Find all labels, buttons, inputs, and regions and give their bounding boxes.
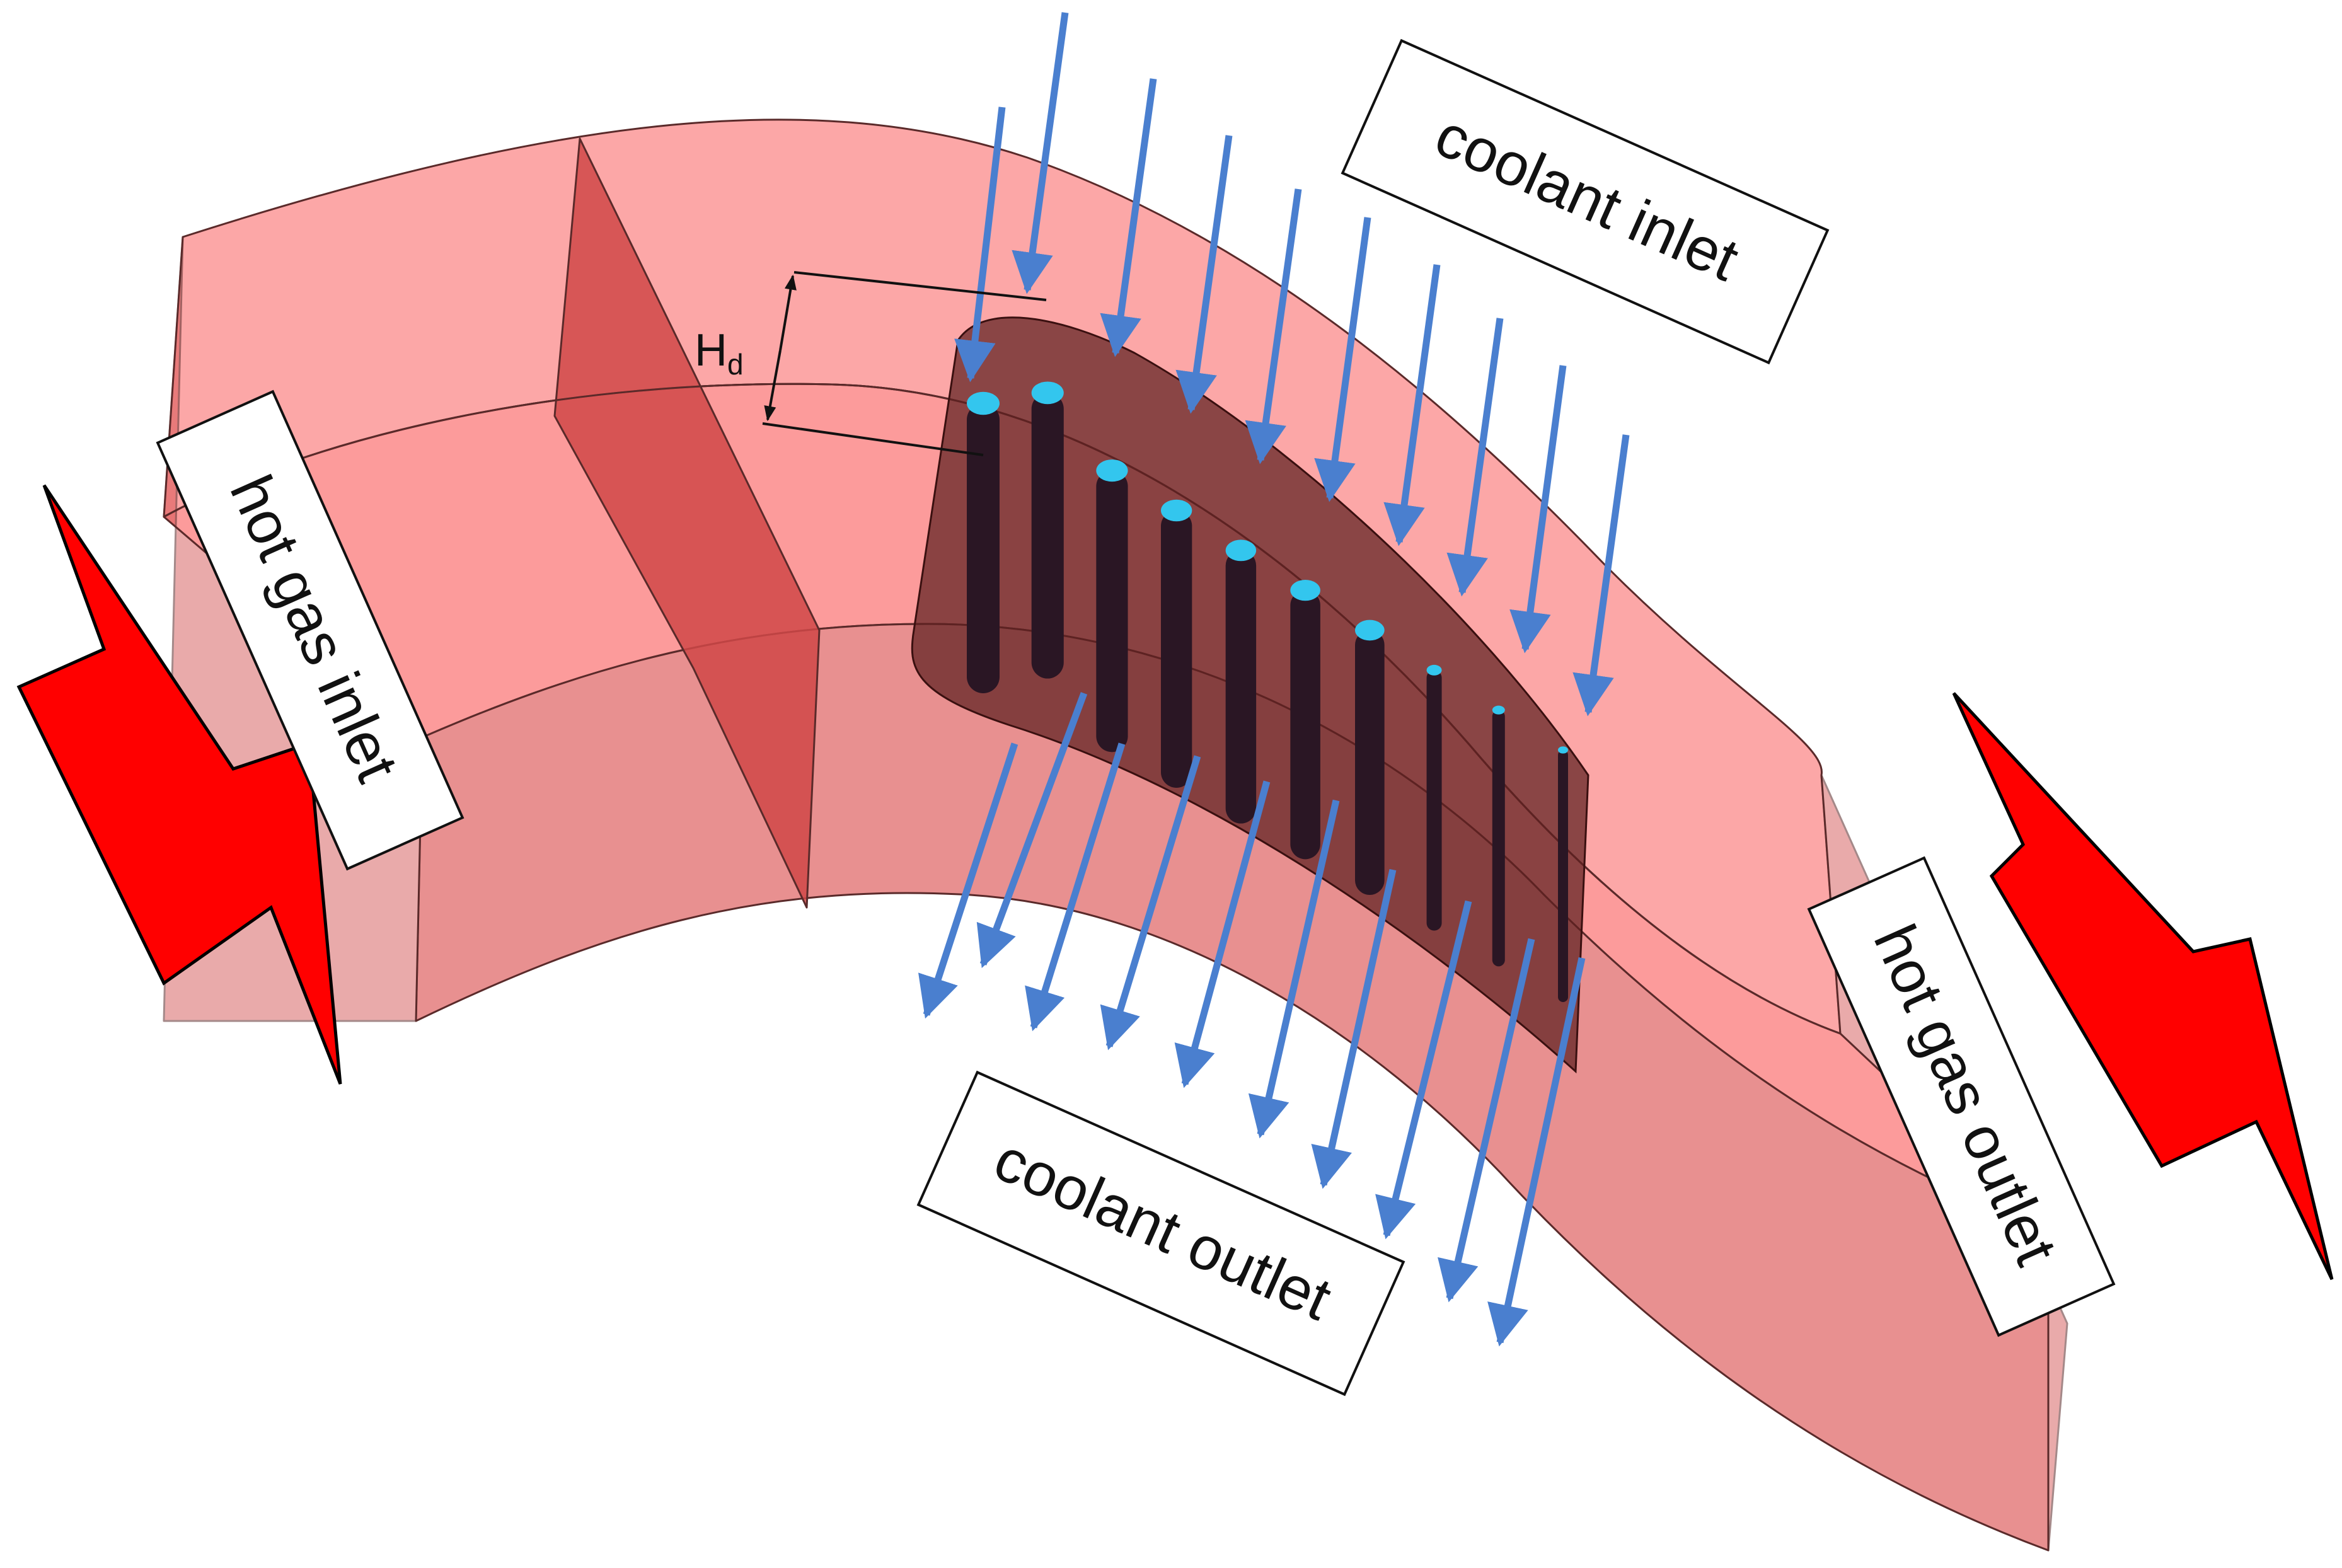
cooling-hole-cap	[1290, 580, 1320, 601]
coolant-arrow	[976, 692, 1088, 969]
coolant-arrow	[918, 742, 1018, 1019]
turbine-blade	[911, 316, 1589, 1074]
cooling-hole-body	[1225, 550, 1257, 824]
dimension-symbol: H	[695, 325, 727, 376]
label-coolant-inlet: coolant inlet	[1341, 38, 1830, 365]
coolant-arrow	[1438, 938, 1535, 1303]
dimension-extension-top	[793, 271, 1047, 301]
dimension-subscript: d	[727, 348, 744, 381]
coolant-arrow	[1311, 868, 1397, 1189]
cooling-hole-body	[1031, 393, 1064, 679]
coolant-arrow	[1100, 755, 1201, 1051]
cooling-hole-body	[1426, 670, 1442, 931]
cooling-hole-body	[1558, 750, 1568, 1002]
cooling-hole-cap	[1492, 705, 1505, 715]
coolant-arrow	[1314, 217, 1371, 502]
cooling-hole-cap	[1558, 746, 1568, 754]
cooling-hole-cap	[967, 391, 1000, 415]
cooling-hole-cap	[1161, 499, 1192, 522]
coolant-arrow	[1175, 135, 1233, 414]
coolant-arrow	[1509, 365, 1567, 654]
coolant-arrow	[1487, 957, 1586, 1347]
coolant-arrow	[1248, 799, 1340, 1139]
cooling-hole-body	[1161, 510, 1192, 788]
cooling-hole-body	[1492, 710, 1505, 967]
cooling-hole-cap	[1031, 381, 1064, 405]
label-coolant-outlet: coolant outlet	[916, 1070, 1405, 1397]
coolant-arrow	[954, 107, 1006, 383]
dimension-arrow	[779, 274, 797, 351]
coolant-arrow	[1572, 434, 1630, 717]
cooling-hole-body	[1290, 590, 1320, 860]
hot-gas-inlet-arrow	[16, 484, 342, 1085]
cooling-hole-body	[1355, 630, 1385, 895]
cooling-hole-cap	[1426, 664, 1442, 676]
cooling-hole-cap	[1096, 459, 1128, 482]
dimension-extension-bottom	[762, 422, 984, 456]
coolant-arrow	[1245, 188, 1302, 464]
cooling-hole-cap	[1355, 620, 1385, 641]
height-dimension: Hd	[695, 271, 1047, 456]
cooling-hole-body	[967, 403, 1000, 693]
coolant-arrow	[1012, 12, 1069, 294]
channel-divider-plane	[553, 137, 821, 909]
cooling-holes	[967, 381, 1568, 1002]
coolant-arrow	[1100, 78, 1157, 357]
dimension-label: Hd	[695, 325, 744, 381]
coolant-arrow	[1446, 318, 1504, 597]
coolant-arrow	[1383, 264, 1441, 546]
cooling-hole-body	[1096, 470, 1128, 752]
dimension-arrow	[764, 350, 782, 422]
hot-gas-outlet-arrow	[1952, 692, 2334, 1281]
coolant-arrow	[1375, 900, 1472, 1240]
cooling-hole-cap	[1225, 539, 1257, 562]
coolant-arrow	[1025, 742, 1126, 1032]
coolant-arrow	[1174, 780, 1271, 1088]
coolant-flow-arrows	[918, 12, 1630, 1347]
